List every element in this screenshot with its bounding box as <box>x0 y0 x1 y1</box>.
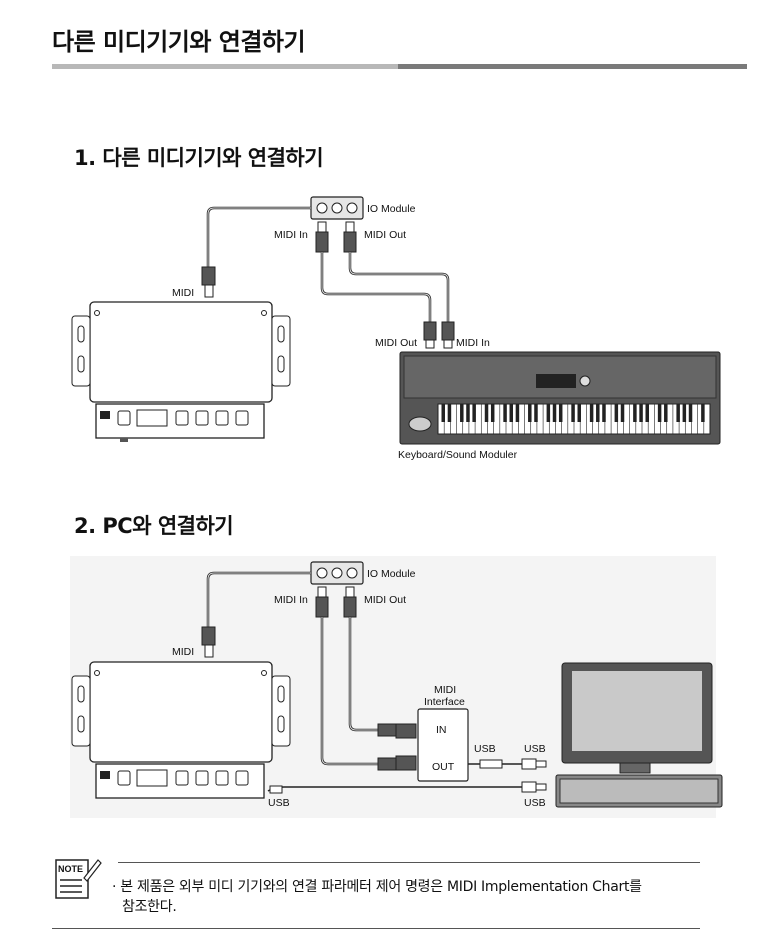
piano-black-key <box>676 404 680 422</box>
piano-black-key <box>577 404 581 422</box>
usb-label-interface: USB <box>474 743 496 755</box>
section1-heading: 1. 다른 미디기기와 연결하기 <box>74 146 324 170</box>
piano-black-key <box>515 404 520 422</box>
piano-black-key <box>503 404 507 422</box>
title-rule-dark <box>398 64 747 69</box>
midi-interface: MIDI Interface IN OUT <box>417 684 469 782</box>
io-module-1: IO Module <box>310 196 416 220</box>
piano-black-key <box>682 404 687 422</box>
piano-black-key <box>688 404 693 422</box>
midi-out-label: MIDI Out <box>364 229 406 241</box>
interface-out-label: OUT <box>432 761 455 773</box>
piano-black-key <box>645 404 649 422</box>
note-icon: NOTE <box>54 856 102 906</box>
piano-black-key <box>633 404 637 422</box>
usb-label-unit: USB <box>268 797 290 809</box>
piano-black-key <box>620 404 625 422</box>
piano-black-key <box>484 404 489 422</box>
midi-plug <box>201 266 216 286</box>
io-module-2: IO Module <box>310 561 416 585</box>
title-rule-light <box>52 64 398 69</box>
piano-black-key <box>664 404 668 422</box>
note-text-line2: 참조한다. <box>122 899 177 915</box>
main-unit-2 <box>71 661 291 799</box>
piano-black-key <box>701 404 705 422</box>
note-rule-top <box>118 862 700 863</box>
note-rule-bottom <box>52 928 700 929</box>
piano-black-key <box>472 404 476 422</box>
piano-black-key <box>614 404 619 422</box>
usb-label-pc-bottom: USB <box>524 797 546 809</box>
keyboard-synth: Keyboard/Sound Moduler <box>398 351 721 461</box>
interface-label-line1: MIDI <box>434 684 456 696</box>
piano-black-key <box>552 404 557 422</box>
piano-black-key <box>466 404 470 422</box>
midi-out-label-2: MIDI Out <box>364 594 406 606</box>
interface-in-label: IN <box>436 724 447 736</box>
pc-computer <box>555 662 723 808</box>
keyboard-label: Keyboard/Sound Moduler <box>398 449 518 461</box>
piano-black-key <box>534 404 538 422</box>
piano-black-key <box>589 404 594 422</box>
midi-label: MIDI <box>172 287 194 299</box>
midi-in-label: MIDI In <box>274 229 308 241</box>
diagram-midi-devices: IO Module MIDI MIDI In MIDI Out MIDI Out… <box>71 196 721 461</box>
note-pencil-icon: NOTE <box>55 859 102 899</box>
piano-black-key <box>571 404 575 422</box>
interface-label-line2: Interface <box>424 696 465 708</box>
midi-label-2: MIDI <box>172 646 194 658</box>
keyboard-midi-out-label: MIDI Out <box>375 337 417 349</box>
piano-black-key <box>490 404 495 422</box>
piano-black-key <box>528 404 532 422</box>
section2-heading: 2. PC와 연결하기 <box>74 514 234 538</box>
io-module-label: IO Module <box>367 203 416 215</box>
piano-black-key <box>602 404 606 422</box>
piano-black-key <box>558 404 563 422</box>
keyboard-midi-in-label: MIDI In <box>456 337 490 349</box>
piano-black-key <box>441 404 445 422</box>
usb-label-pc-top: USB <box>524 743 546 755</box>
piano-black-key <box>460 404 464 422</box>
piano-black-key <box>657 404 662 422</box>
note-text: · 본 제품은 외부 미디 기기와의 연결 파라메터 제어 명령은 MIDI I… <box>112 877 704 917</box>
piano-black-key <box>596 404 600 422</box>
main-unit-1 <box>71 301 291 442</box>
page-title: 다른 미디기기와 연결하기 <box>52 28 306 56</box>
piano-black-key <box>509 404 513 422</box>
note-icon-label: NOTE <box>58 864 83 874</box>
diagram-pc: IO Module MIDI MIDI In MIDI Out MIDI Int… <box>70 556 723 818</box>
io-module-label-2: IO Module <box>367 568 416 580</box>
piano-black-key <box>546 404 551 422</box>
midi-in-label-2: MIDI In <box>274 594 308 606</box>
piano-black-key <box>447 404 452 422</box>
note-text-line1: · 본 제품은 외부 미디 기기와의 연결 파라메터 제어 명령은 MIDI I… <box>112 879 642 895</box>
piano-black-key <box>639 404 643 422</box>
